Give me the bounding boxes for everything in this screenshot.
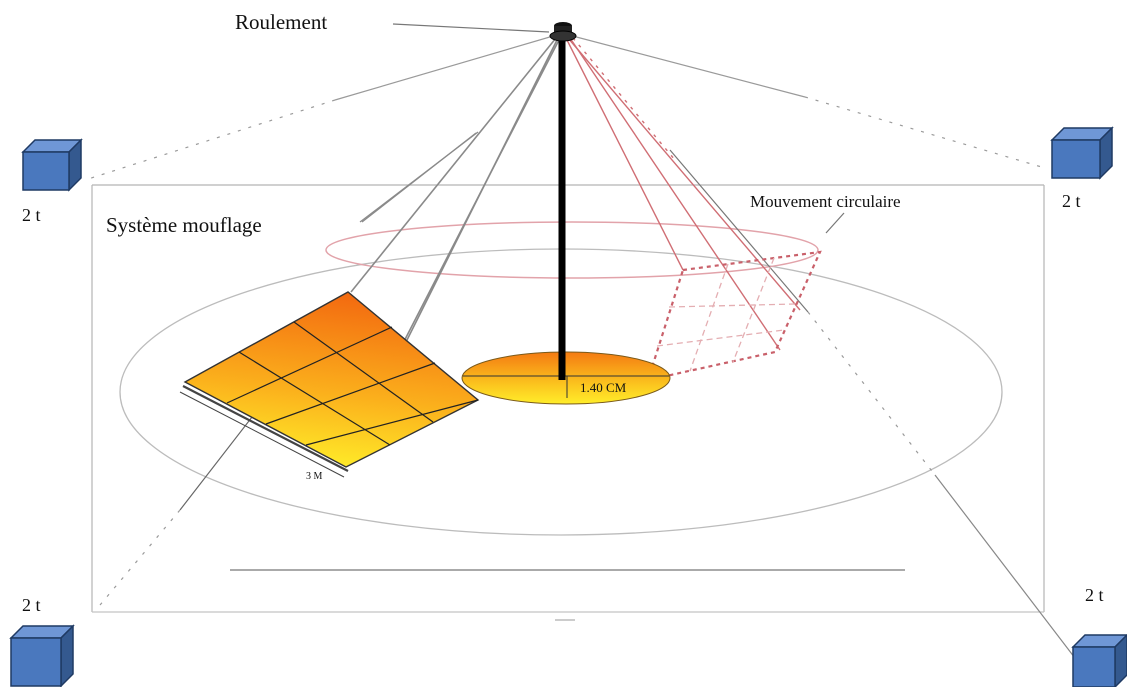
orbit-ring [325,221,819,279]
counterweight-top-right: 2 t [1050,126,1114,211]
dashed-panel [646,250,822,382]
panel-width-label: 3 M [306,471,323,482]
circular-motion-leader-line [825,212,845,234]
bearing-leader-line [392,23,550,33]
solar-panel [179,291,480,478]
weight-label-top-right: 2 t [1062,191,1081,211]
pulley-leader-line [359,131,479,223]
platform-frame [91,184,1045,621]
circular-motion-cables [565,37,801,351]
counterweight-bottom-left: 2 t [9,595,75,687]
counterweight-bottom-right: 2 t [1071,585,1127,687]
counterweight-top-left: 2 t [21,138,83,225]
circular-motion-label: Mouvement circulaire [750,192,901,211]
weight-label-bottom-left: 2 t [22,595,41,615]
cube-icon [9,624,75,687]
guy-wires [84,33,1079,663]
disc-diameter-label: 1.40 CM [580,380,627,395]
cube-icon [1071,633,1127,687]
pulley-system-label: Système mouflage [106,213,262,237]
rotating-disc [461,351,671,405]
cube-icon [1050,126,1114,180]
bearing-icon [549,22,577,42]
bearing-label: Roulement [235,10,327,34]
weight-label-bottom-right: 2 t [1085,585,1104,605]
cube-icon [21,138,83,192]
weight-label-top-left: 2 t [22,205,41,225]
